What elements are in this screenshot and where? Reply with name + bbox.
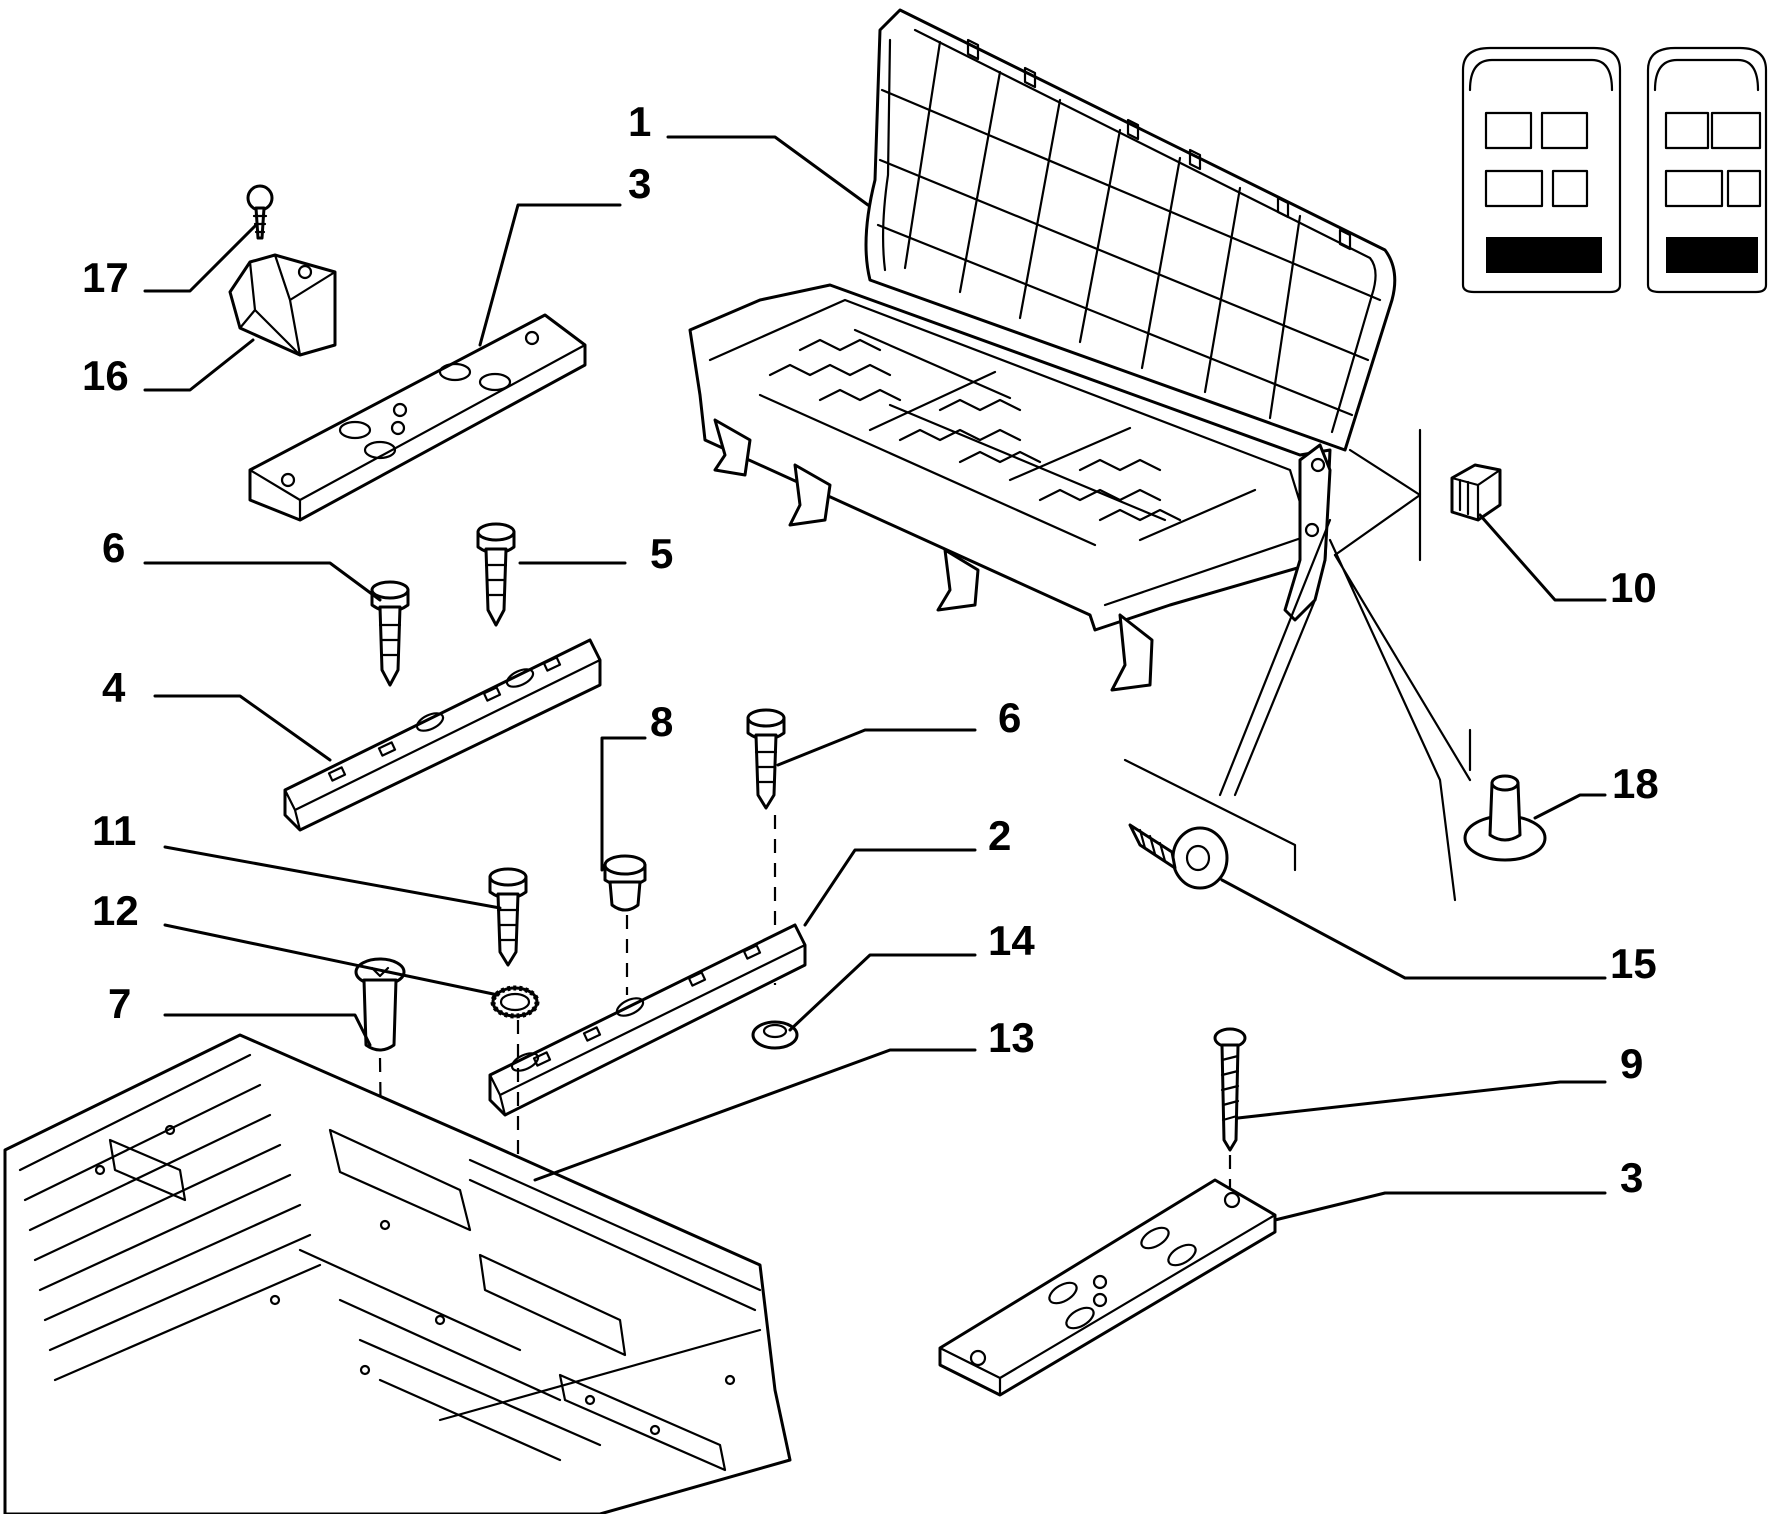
callout-1: 1 (628, 98, 651, 145)
bolt-6-lower (746, 708, 786, 810)
bush-8 (603, 854, 647, 912)
bolt-11 (488, 867, 528, 967)
wood-screw-9 (1213, 1027, 1247, 1152)
callout-9: 9 (1620, 1040, 1643, 1087)
clip-10 (1450, 463, 1502, 522)
callout-6-lower: 6 (998, 694, 1021, 741)
callout-6-upper: 6 (102, 524, 125, 571)
stud-18 (1463, 774, 1547, 862)
mounting-bracket (228, 253, 337, 357)
self-tapping-screw-17 (246, 184, 274, 240)
callout-15: 15 (1610, 940, 1657, 987)
callout-4: 4 (102, 664, 126, 711)
rear-seat-frame (688, 8, 1397, 692)
seat-rail-plate-upper (248, 313, 587, 522)
leader-lines (143, 135, 1607, 1222)
toothed-washer-12 (490, 985, 540, 1019)
callout-12: 12 (92, 887, 139, 934)
washer-14 (751, 1020, 799, 1050)
seat-rail-plate-lower (938, 1178, 1277, 1397)
callout-16: 16 (82, 352, 129, 399)
callout-17: 17 (82, 254, 129, 301)
callout-labels: 1 3 17 16 6 5 4 8 6 2 11 12 14 7 13 10 1… (82, 98, 1659, 1201)
callout-3-upper: 3 (628, 160, 651, 207)
vehicle-icon-right (1646, 46, 1768, 294)
bolt-5 (476, 522, 516, 627)
guide-rail-4 (283, 638, 602, 832)
vehicle-icon-left (1461, 46, 1622, 294)
bolt-6-upper (370, 580, 410, 687)
callout-8: 8 (650, 698, 673, 745)
pin-7 (354, 957, 406, 1052)
callout-14: 14 (988, 917, 1035, 964)
callout-11: 11 (92, 807, 136, 854)
callout-3-lower: 3 (1620, 1154, 1643, 1201)
screw-15 (1128, 823, 1229, 890)
callout-7: 7 (108, 980, 131, 1027)
floor-pan (3, 1033, 792, 1514)
guide-rail-2 (488, 923, 807, 1117)
callout-10: 10 (1610, 564, 1657, 611)
callout-2: 2 (988, 812, 1011, 859)
callout-18: 18 (1612, 760, 1659, 807)
callout-5: 5 (650, 530, 673, 577)
callout-13: 13 (988, 1014, 1035, 1061)
